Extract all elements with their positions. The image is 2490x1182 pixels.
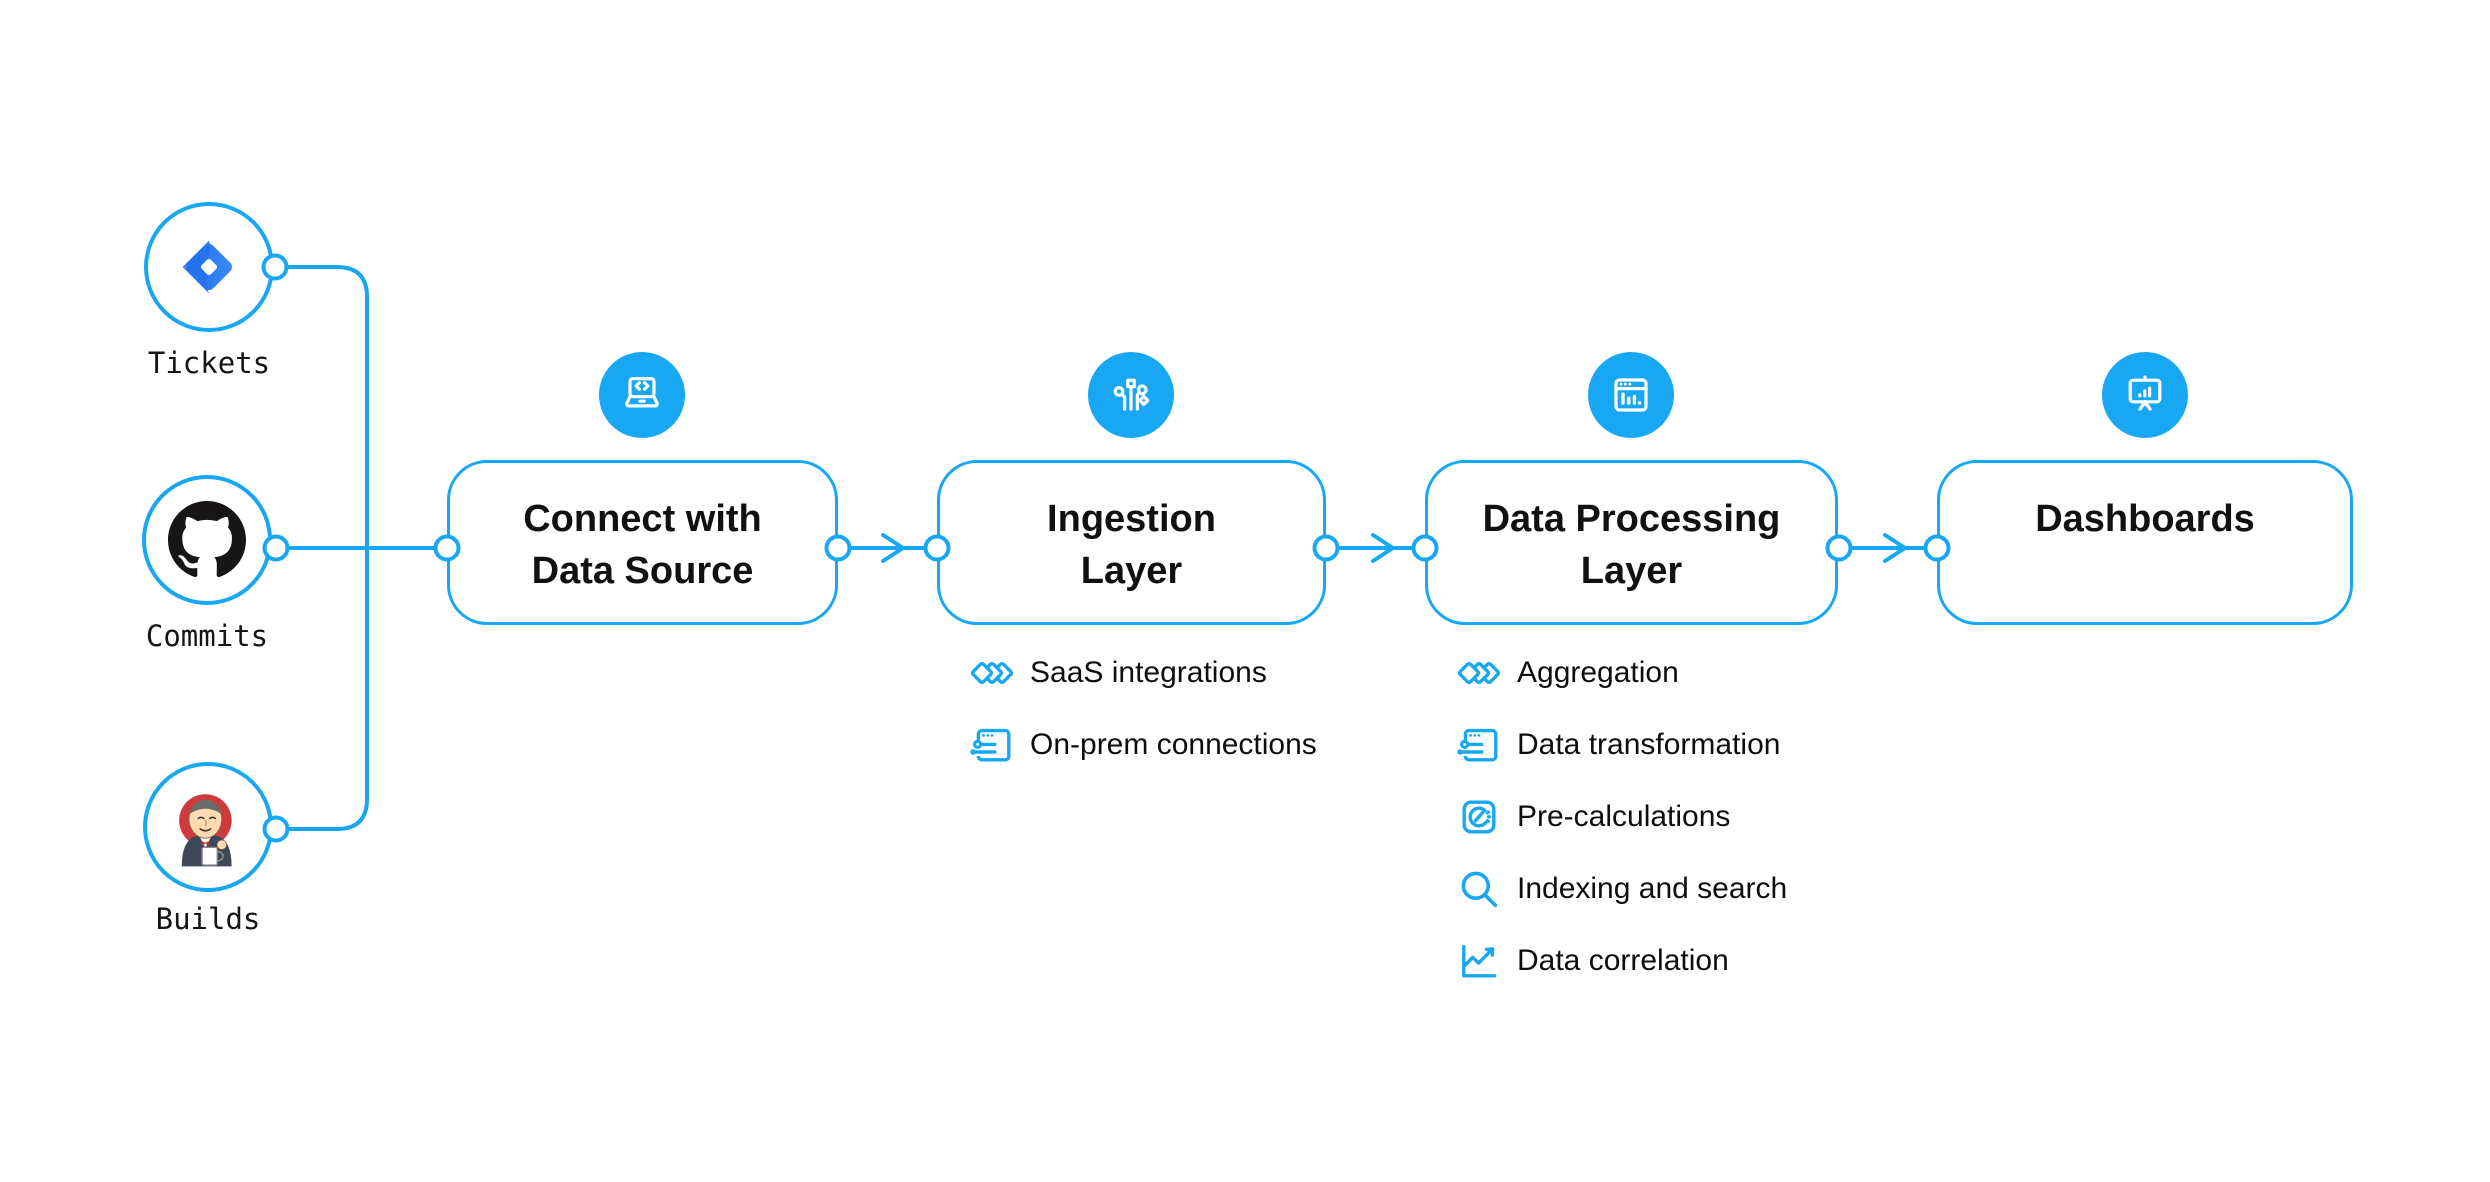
circuit-branches-icon <box>1088 352 1174 438</box>
source-circle-commits <box>142 475 272 605</box>
stage-title: Dashboards <box>1940 463 2350 545</box>
search-icon <box>1455 865 1503 913</box>
feature-label: On-prem connections <box>1030 728 1317 761</box>
stage-title: Connect with Data Source <box>450 463 835 597</box>
source-circle-tickets <box>144 202 274 332</box>
jira-icon <box>182 240 232 294</box>
feature-row: SaaS integrations <box>968 637 1317 709</box>
feature-row: Indexing and search <box>1455 853 1787 925</box>
stage-title-line: Connect with <box>523 498 762 540</box>
source-label-builds: Builds <box>155 902 261 936</box>
ingestion-features: SaaS integrations On-prem connections <box>968 637 1317 781</box>
stage-title: Data Processing Layer <box>1428 463 1835 597</box>
stage-title-line: Layer <box>1580 550 1683 592</box>
source-circle-builds <box>143 762 273 892</box>
stage-title-line: Layer <box>1080 550 1183 592</box>
feature-row: On-prem connections <box>968 709 1317 781</box>
feature-row: Pre-calculations <box>1455 781 1787 853</box>
feature-label: Data correlation <box>1517 944 1729 977</box>
arrowhead-3 <box>1883 533 1907 563</box>
presentation-chart-icon <box>2102 352 2188 438</box>
feature-label: Pre-calculations <box>1517 800 1731 833</box>
stage-box-ingestion: Ingestion Layer <box>937 460 1326 625</box>
jenkins-icon <box>179 794 232 867</box>
gauge-icon <box>1455 793 1503 841</box>
line-chart-icon <box>1455 937 1503 985</box>
stage-title-line: Ingestion <box>1047 498 1216 540</box>
feature-label: Aggregation <box>1517 656 1679 689</box>
processing-features: Aggregation Data transformation Pre-calc… <box>1455 637 1787 997</box>
stage-box-connect: Connect with Data Source <box>447 460 838 625</box>
source-label-commits: Commits <box>145 619 269 653</box>
layered-diamonds-icon <box>968 649 1016 697</box>
stage-title-line: Data Source <box>531 550 754 592</box>
laptop-code-icon <box>599 352 685 438</box>
layered-diamonds-icon <box>1455 649 1503 697</box>
window-sliders-icon <box>968 721 1016 769</box>
stage-title-line: Data Processing <box>1482 498 1781 540</box>
feature-label: Indexing and search <box>1517 872 1788 905</box>
feature-label: SaaS integrations <box>1030 656 1267 689</box>
window-sliders-icon <box>1455 721 1503 769</box>
stage-box-dashboards: Dashboards <box>1937 460 2353 625</box>
feature-row: Data transformation <box>1455 709 1787 781</box>
feature-row: Aggregation <box>1455 637 1787 709</box>
stage-title: Ingestion Layer <box>940 463 1323 597</box>
window-chart-icon <box>1588 352 1674 438</box>
stage-box-processing: Data Processing Layer <box>1425 460 1838 625</box>
arrowhead-2 <box>1371 533 1395 563</box>
stage-title-line: Dashboards <box>2035 498 2255 540</box>
feature-label: Data transformation <box>1517 728 1781 761</box>
arrowhead-1 <box>881 533 905 563</box>
feature-row: Data correlation <box>1455 925 1787 997</box>
github-icon <box>168 501 246 578</box>
source-label-tickets: Tickets <box>147 346 271 380</box>
